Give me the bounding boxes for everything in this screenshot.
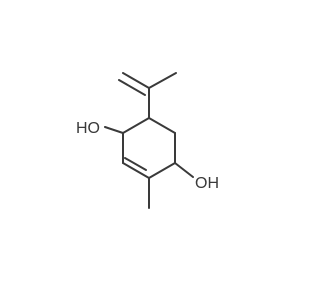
bond-ring-oh-left [104,126,124,134]
bond-vinyl-ch2-double-a [122,72,150,89]
bond-vinyl-ch2-double-b [118,79,146,96]
bond-ring-c6-c1 [122,117,150,134]
molecule-drawing: HO OH [76,72,219,209]
bond-ring-oh-right [174,162,194,178]
bonds [104,72,194,209]
bond-ring-c4-c5-double-a [122,162,150,179]
bond-ring-c3-c4 [148,162,176,179]
hydroxyl-label-left: HO [76,120,100,137]
hydroxyl-label-right: OH [195,175,219,192]
bond-ring-c1-c2 [148,117,176,134]
bond-vinyl-methyl [148,72,177,89]
bond-ring-c4-c5-double-b [124,157,147,171]
structure-diagram: HO OH [76,72,219,209]
